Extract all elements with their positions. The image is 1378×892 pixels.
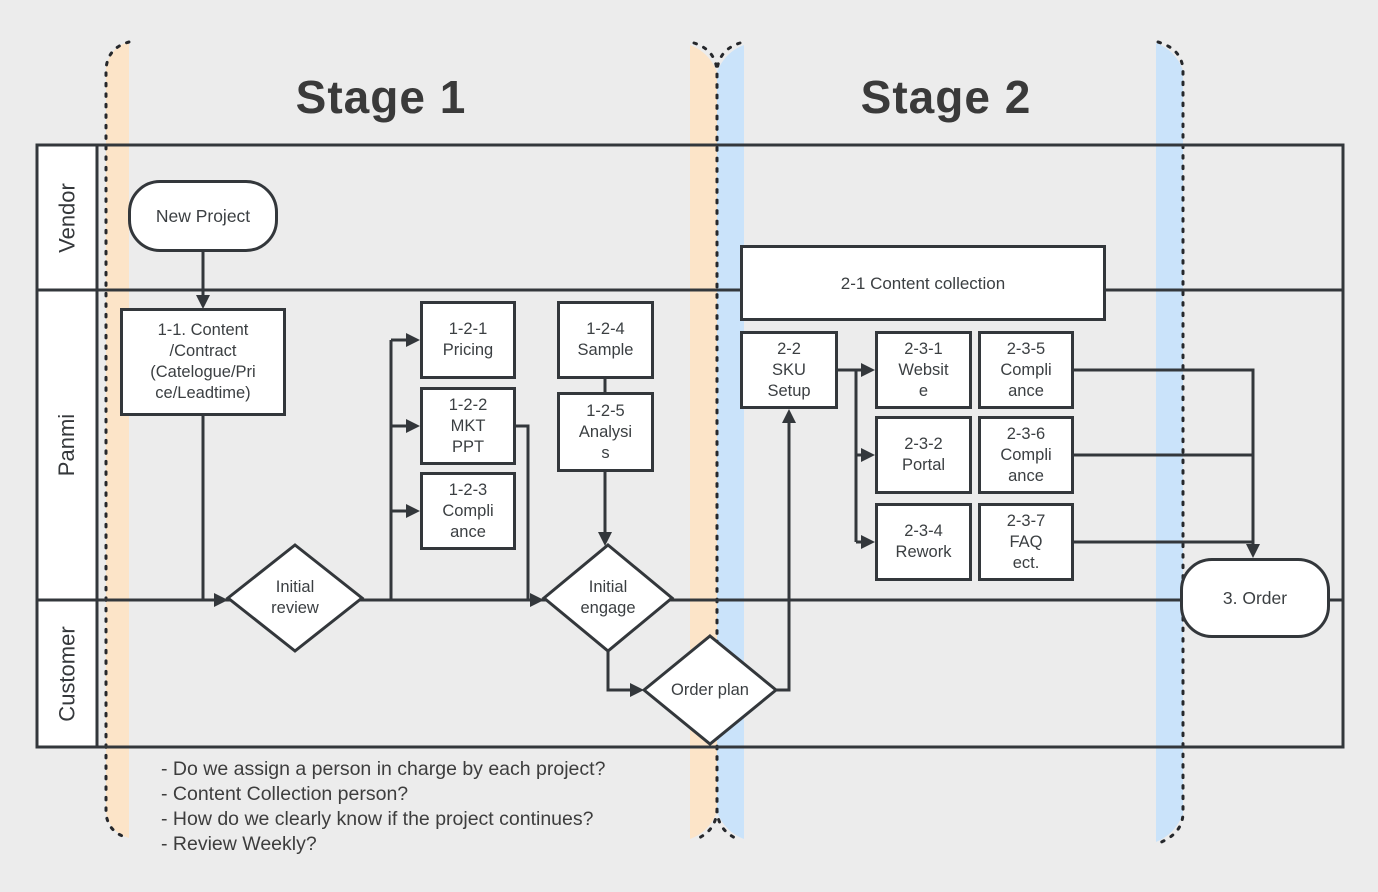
lane-label-customer: Customer: [54, 625, 79, 722]
decision-initial-review: [225, 543, 365, 653]
node-1-1-content-contract: 1-1. Content /Contract (Catelogue/Pri ce…: [120, 308, 286, 416]
node-2-3-6-compliance: 2-3-6 Compli ance: [978, 416, 1074, 494]
node-2-2-sku-setup: 2-2 SKU Setup: [740, 331, 838, 409]
node-3-order: 3. Order: [1180, 558, 1330, 638]
stage1-start-band: [106, 42, 129, 838]
dotted-divider-3: [1156, 40, 1185, 845]
note-line: - Content Collection person?: [161, 783, 409, 805]
node-2-3-4-rework: 2-3-4 Rework: [875, 503, 972, 581]
dotted-divider-1: [104, 40, 131, 840]
node-1-2-5-analysis: 1-2-5 Analysi s: [557, 392, 654, 472]
lane-header-column: [37, 145, 97, 747]
dotted-divider-2-right: [715, 41, 742, 842]
node-1-2-3-compliance: 1-2-3 Compli ance: [420, 472, 516, 550]
swimlane-frame: [35, 143, 1345, 749]
note-line: - Do we assign a person in charge by eac…: [161, 758, 606, 780]
stage2-start-band: [717, 45, 744, 839]
stage-2-title: Stage 2: [860, 71, 1032, 123]
lane-label-panmi: Panmi: [54, 413, 79, 477]
note-line: - Review Weekly?: [161, 833, 317, 855]
stage-1-title: Stage 1: [295, 71, 467, 123]
node-1-2-4-sample: 1-2-4 Sample: [557, 301, 654, 379]
node-2-1-content-collection: 2-1 Content collection: [740, 245, 1106, 321]
node-2-3-1-website: 2-3-1 Websit e: [875, 331, 972, 409]
label-order-plan: Order plan: [671, 680, 749, 699]
node-2-3-7-faq: 2-3-7 FAQ ect.: [978, 503, 1074, 581]
note-line: - How do we clearly know if the project …: [161, 808, 594, 830]
node-1-2-1-pricing: 1-2-1 Pricing: [420, 301, 516, 379]
label-initial-review: Initial review: [271, 578, 319, 617]
node-new-project: New Project: [128, 180, 278, 252]
decision-initial-engage: [541, 543, 675, 653]
node-2-3-5-compliance: 2-3-5 Compli ance: [978, 331, 1074, 409]
flow-connectors: [201, 252, 1255, 692]
decision-order-plan: [641, 634, 779, 746]
node-2-3-2-portal: 2-3-2 Portal: [875, 416, 972, 494]
label-initial-engage: Initial engage: [580, 578, 636, 617]
node-1-2-2-mkt-ppt: 1-2-2 MKT PPT: [420, 387, 516, 465]
lane-label-vendor: Vendor: [54, 182, 79, 253]
stage2-end-band: [1156, 43, 1183, 842]
